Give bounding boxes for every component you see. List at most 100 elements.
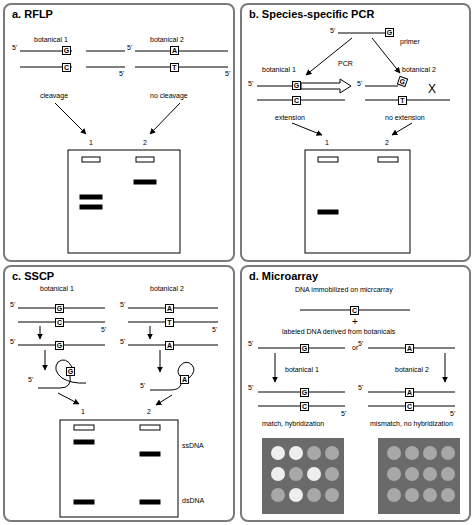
nucleotide-box: A [170,46,179,55]
nucleotide-box: G [62,46,71,55]
gel-band [318,210,338,214]
annotation-label: PCR [338,60,353,68]
nucleotide-letter: G [301,345,308,352]
annotation-label: 5' [248,80,253,88]
gel-band [140,452,160,456]
panel-heading: d. Microarray [249,270,318,282]
annotation-label: 2 [147,408,151,416]
nucleotide-box: T [165,318,174,327]
nucleotide-letter: C [56,319,63,326]
nucleotide-letter: G [398,77,407,86]
annotation-label: 5' [10,338,15,346]
annotation-label: 5' [225,70,230,78]
method-panel: c. SSCPGCATGAGA [3,265,235,522]
nucleotide-letter: G [67,368,74,375]
nucleotide-letter: G [63,47,70,54]
annotation-label: 5' [212,326,217,334]
annotation-label: 5' [28,376,33,384]
array-spot [271,446,285,460]
gel-well [82,157,100,162]
array-spot [325,446,339,460]
nucleotide-letter: G [386,29,393,36]
gel-band [80,205,102,209]
array-spot [289,467,303,481]
array-spot [423,467,437,481]
annotation-label: 5' [450,410,455,418]
annotation-label: 1 [81,408,85,416]
annotation-label: 1 [325,139,329,147]
array-spot [423,446,437,460]
annotation-label: botanical 1 [285,366,319,374]
array-spot [405,467,419,481]
annotation-label: 5' [358,340,363,348]
annotation-label: or [352,344,358,352]
nucleotide-box: C [300,402,309,411]
array-spot [289,446,303,460]
nucleotide-letter: A [406,345,413,352]
annotation-label: 5' [101,326,106,334]
method-panel: d. MicroarrayCGAGCAC [240,265,471,522]
annotation-label: botanical 2 [150,36,184,44]
flow-arrow [156,395,172,405]
nucleotide-letter: G [293,82,300,89]
array-spot [405,488,419,502]
nucleotide-box: T [398,96,407,105]
gel-well [74,425,94,430]
flow-arrow [275,353,276,382]
nucleotide-letter: T [171,64,178,71]
nucleotide-box: G [55,304,64,313]
nucleotide-box: G [66,367,75,376]
panel-d-art [258,310,455,406]
array-spot [325,488,339,502]
nucleotide-box: C [350,306,359,315]
annotation-label: 5' [120,301,125,309]
array-spot [441,488,455,502]
nucleotide-box: G [385,28,394,37]
folded-strand [38,376,70,388]
flow-arrow [150,103,180,134]
nucleotide-box: C [62,63,71,72]
nucleotide-box: A [180,375,189,384]
nucleotide-letter: A [171,47,178,54]
nucleotide-letter: A [166,342,173,349]
annotation-label: cleavage [40,92,68,100]
nucleotide-letter: C [301,403,308,410]
nucleotide-box: A [165,341,174,350]
annotation-label: ssDNA [182,442,204,450]
nucleotide-letter: C [351,307,358,314]
panel-b-art [257,33,450,253]
annotation-label: botanical 2 [150,285,184,293]
flow-arrow [58,393,79,404]
annotation-label: DNA immobilized on micrcarray [295,286,393,294]
nucleotide-letter: T [166,319,173,326]
annotation-label: botanical 1 [34,36,68,44]
nucleotide-box: T [170,63,179,72]
flow-arrow [150,326,151,339]
annotation-label: 5' [140,382,145,390]
annotation-label: mismatch, no hybridization [370,420,453,428]
flow-arrow [392,123,412,135]
flow-arrow [372,38,400,73]
array-slide [378,438,460,514]
nucleotide-box: A [405,388,414,397]
gel-band [74,500,94,504]
annotation-label: 2 [385,139,389,147]
annotation-label: 5' [248,340,253,348]
annotation-label: 5' [120,338,125,346]
gel-well [318,157,338,162]
annotation-label: botanical 1 [40,285,74,293]
array-spot [441,446,455,460]
dna-strand [257,100,345,101]
gel-well [136,157,154,162]
array-spot [271,488,285,502]
annotation-label: no cleavage [150,92,188,100]
gel-band [134,180,156,184]
flow-arrow [445,353,446,382]
annotation-label: 5' [127,44,132,52]
array-spot [405,446,419,460]
array-spot [387,446,401,460]
nucleotide-box: C [292,96,301,105]
annotation-label: 5' [341,410,346,418]
array-spot [387,467,401,481]
gel-band [80,195,102,199]
